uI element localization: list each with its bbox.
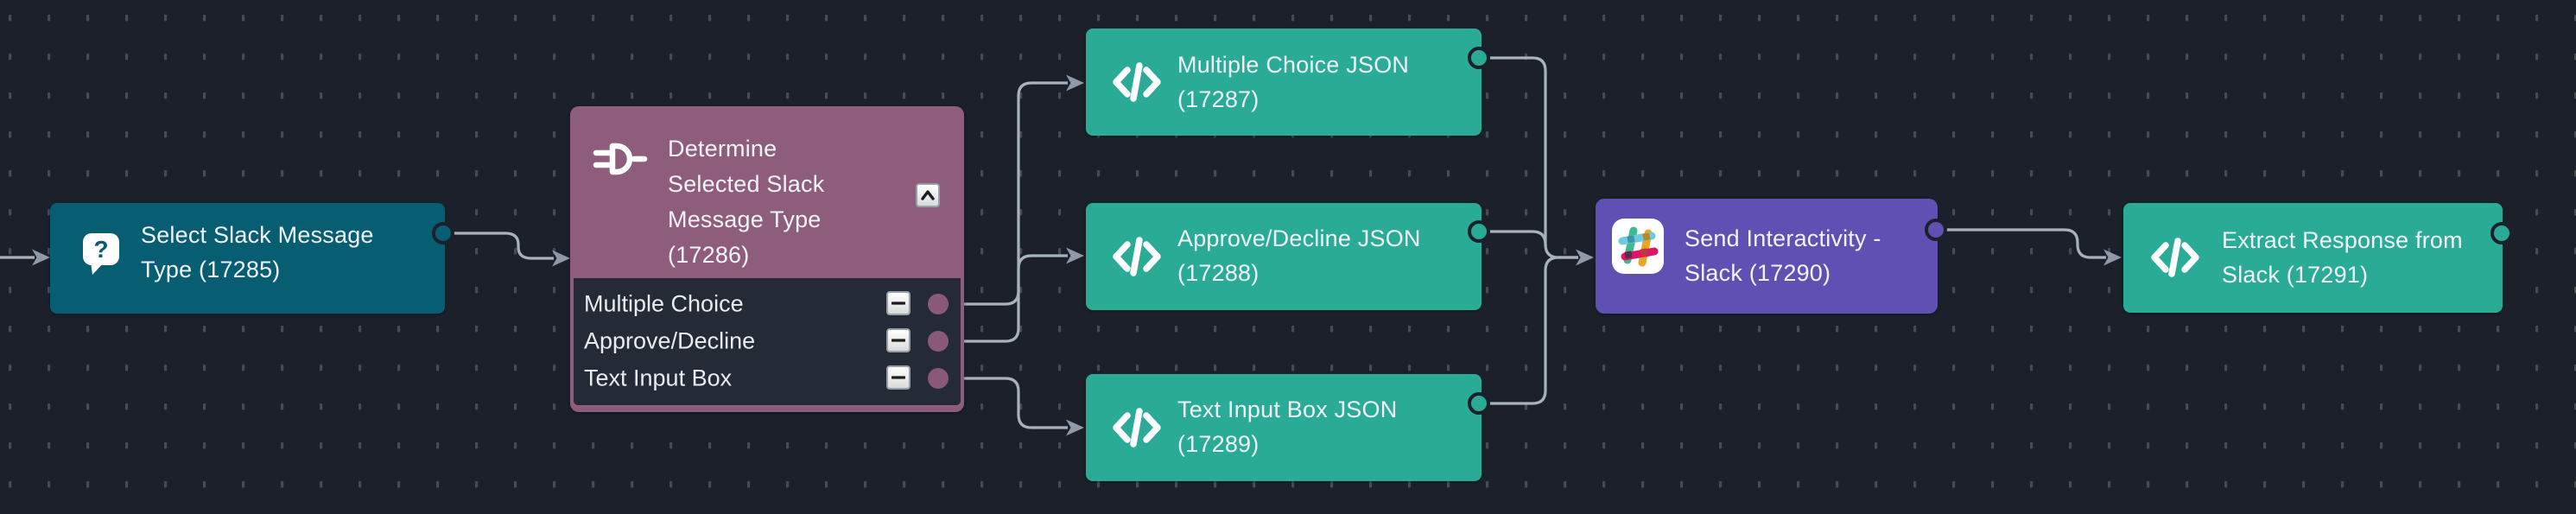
remove-branch-button[interactable] (886, 328, 910, 352)
edge-17290-17291 (1936, 228, 2106, 259)
node-multiple-choice-json[interactable]: Multiple Choice JSON (17287) (1086, 29, 1482, 136)
minus-icon (891, 339, 905, 342)
branch-label: Text Input Box (584, 365, 733, 390)
node-title: Multiple Choice JSON (17287) (1177, 52, 1410, 112)
trigger-plug-icon (593, 143, 648, 175)
remove-branch-button[interactable] (886, 291, 910, 315)
code-icon (1113, 408, 1161, 447)
node-title: Approve/Decline JSON (17288) (1177, 225, 1421, 286)
branch-rows: Multiple Choice Approve/Decline Text Inp… (574, 278, 961, 405)
edge-17286-17288 (938, 254, 1068, 343)
node-title: Send Interactivity - Slack (17290) (1685, 225, 1881, 286)
code-icon (1113, 62, 1161, 102)
edge-17285-17286 (443, 232, 554, 260)
question-bubble-icon: ? (83, 233, 119, 275)
node-title: Text Input Box JSON (17289) (1177, 397, 1398, 457)
branch-label: Multiple Choice (584, 290, 744, 316)
node-determine-selected-slack-message-type[interactable]: Determine Selected Slack Message Type (1… (570, 106, 964, 412)
svg-text:?: ? (93, 236, 108, 263)
node-title: Extract Response from Slack (17291) (2222, 227, 2463, 288)
output-port-17285[interactable] (432, 222, 454, 244)
node-text-input-box-json[interactable]: Text Input Box JSON (17289) (1086, 374, 1482, 481)
branch-port-approve-decline[interactable] (928, 331, 949, 352)
branch-label: Approve/Decline (584, 327, 756, 353)
node-select-slack-message-type[interactable]: ? Select Slack Message Type (17285) (50, 203, 445, 314)
output-port-17287[interactable] (1468, 47, 1490, 69)
slack-icon (1612, 219, 1664, 274)
output-port-17290[interactable] (1925, 219, 1947, 241)
code-icon (2151, 238, 2199, 277)
output-port-17288[interactable] (1468, 220, 1490, 243)
node-title: Select Slack Message Type (17285) (141, 222, 374, 282)
edge-17289-17290 (1479, 256, 1578, 405)
edge-17288-17290 (1479, 230, 1547, 246)
node-approve-decline-json[interactable]: Approve/Decline JSON (17288) (1086, 203, 1482, 310)
branch-port-multiple-choice[interactable] (928, 294, 949, 314)
node-title: Determine Selected Slack Message Type (1… (668, 136, 825, 268)
edge-17286-17289 (938, 377, 1068, 429)
chevron-up-icon (921, 190, 935, 200)
code-icon (1113, 237, 1161, 276)
minus-icon (891, 376, 905, 379)
edge-17286-17287 (938, 81, 1068, 306)
branch-row-multiple-choice[interactable]: Multiple Choice (574, 285, 961, 322)
remove-branch-button[interactable] (886, 365, 910, 390)
branch-row-approve-decline[interactable]: Approve/Decline (574, 322, 961, 359)
minus-icon (891, 301, 905, 305)
node-send-interactivity-slack[interactable]: Send Interactivity - Slack (17290) (1596, 199, 1938, 314)
output-port-17291[interactable] (2490, 222, 2513, 244)
edge-arrowheads (32, 74, 2122, 436)
branch-port-text-input-box[interactable] (928, 368, 949, 389)
output-port-17289[interactable] (1468, 392, 1490, 415)
node-extract-response-from-slack[interactable]: Extract Response from Slack (17291) (2123, 203, 2503, 313)
collapse-node-button[interactable] (916, 183, 940, 207)
branch-row-text-input-box[interactable]: Text Input Box (574, 359, 961, 397)
